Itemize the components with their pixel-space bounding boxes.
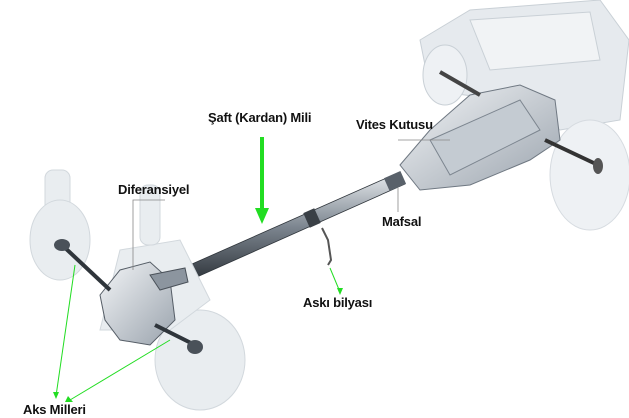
green-arrows <box>53 137 343 402</box>
leader-lines <box>132 139 450 270</box>
front-wheel <box>549 119 629 231</box>
shaft-label: Şaft (Kardan) Mili <box>208 110 312 125</box>
joint-label: Mafsal <box>382 214 422 229</box>
differential <box>54 239 203 354</box>
differential-label: Diferansiyel <box>118 182 190 197</box>
axle-shafts-label: Aks Milleri <box>23 402 86 417</box>
center-bearing-label: Askı bilyası <box>303 295 373 310</box>
propeller-shaft <box>182 170 407 282</box>
gearbox <box>399 70 603 191</box>
gearbox-label: Vites Kutusu <box>356 117 433 132</box>
